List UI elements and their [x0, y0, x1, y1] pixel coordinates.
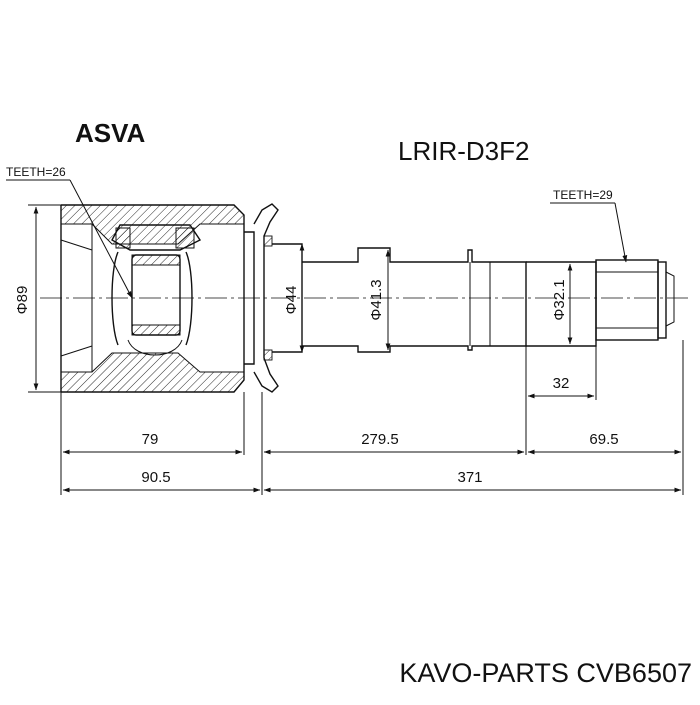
brand-label: ASVA: [75, 118, 146, 148]
part-code-label: LRIR-D3F2: [398, 136, 529, 166]
dim-length-371: 371: [457, 469, 482, 486]
dim-housing-diameter: Φ89: [14, 286, 31, 315]
teeth-inner-label: TEETH=26: [6, 165, 66, 179]
drive-shaft: [302, 247, 675, 353]
dim-flange-diameter: Φ44: [283, 286, 300, 315]
dim-length-79: 79: [142, 431, 159, 448]
dim-length-279-5: 279.5: [361, 431, 399, 448]
length-dimensions: 32 79 279.5 69.5 90.5 371: [60, 340, 684, 495]
dim-mid-diameter: Φ41.3: [368, 279, 385, 320]
diameter-dimensions: Φ89 Φ44 Φ41.3 Φ32.1: [14, 204, 573, 393]
dim-length-90-5: 90.5: [141, 469, 170, 486]
joint-housing: [60, 204, 255, 393]
dim-shaft-diameter: Φ32.1: [551, 279, 568, 320]
footer-caption: KAVO-PARTS CVB6507: [399, 658, 692, 688]
dim-length-32: 32: [553, 375, 570, 392]
teeth-outer-label: TEETH=29: [553, 188, 613, 202]
dim-length-69-5: 69.5: [589, 431, 618, 448]
